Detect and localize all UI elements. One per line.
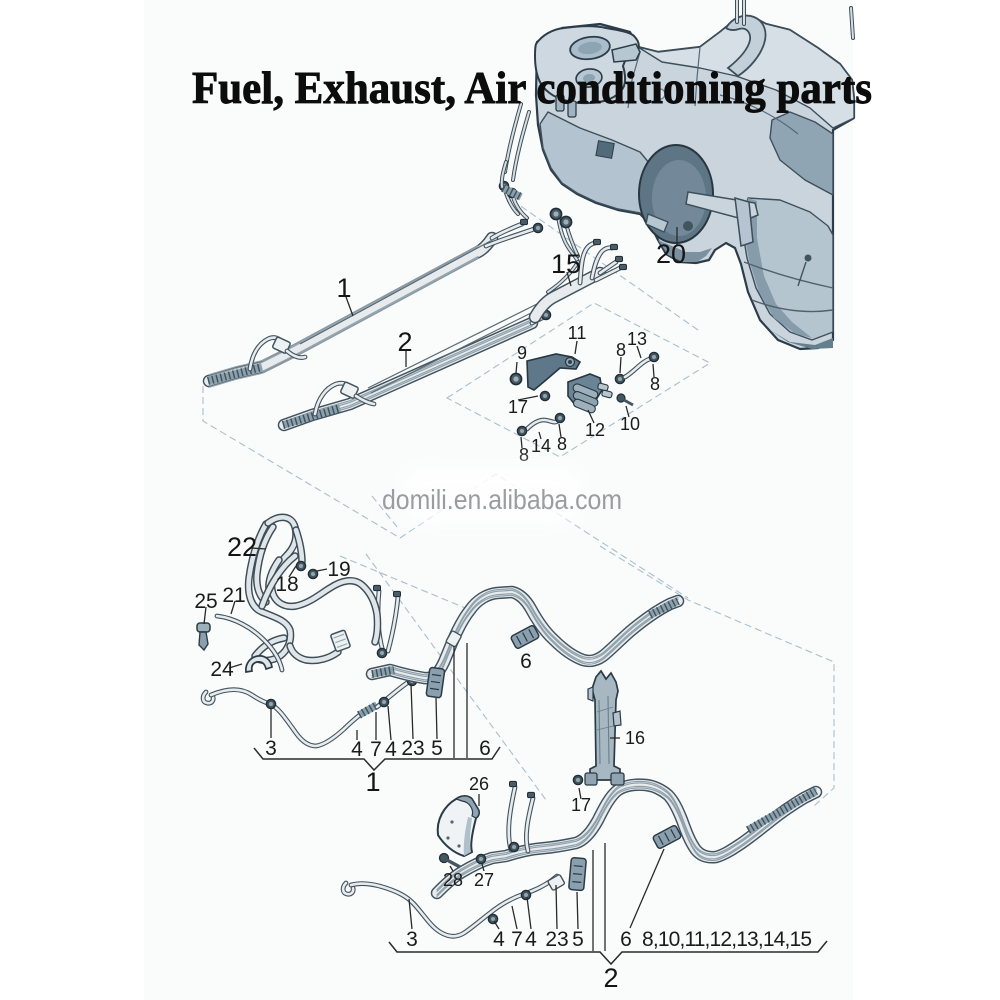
svg-text:8: 8 bbox=[557, 434, 567, 454]
svg-text:5: 5 bbox=[572, 928, 584, 951]
svg-text:4: 4 bbox=[525, 928, 537, 951]
svg-text:4: 4 bbox=[351, 738, 363, 761]
svg-text:17: 17 bbox=[508, 397, 528, 417]
svg-text:8,10,11,12,13,14,15: 8,10,11,12,13,14,15 bbox=[642, 928, 812, 951]
svg-text:26: 26 bbox=[469, 774, 489, 794]
svg-text:6: 6 bbox=[479, 737, 491, 760]
svg-text:3: 3 bbox=[265, 737, 277, 760]
svg-text:2: 2 bbox=[603, 963, 618, 993]
svg-text:17: 17 bbox=[571, 795, 591, 815]
svg-text:19: 19 bbox=[327, 558, 350, 581]
svg-text:domili.en.alibaba.com: domili.en.alibaba.com bbox=[382, 484, 622, 515]
svg-text:22: 22 bbox=[227, 532, 257, 562]
svg-text:1: 1 bbox=[336, 273, 351, 303]
svg-text:6: 6 bbox=[620, 928, 632, 951]
svg-text:8: 8 bbox=[519, 445, 529, 465]
svg-text:7: 7 bbox=[370, 738, 382, 761]
svg-text:20: 20 bbox=[656, 239, 686, 269]
svg-text:15: 15 bbox=[551, 249, 581, 279]
svg-text:23: 23 bbox=[545, 928, 568, 951]
svg-text:7: 7 bbox=[511, 928, 523, 951]
svg-text:21: 21 bbox=[222, 584, 245, 607]
svg-text:11: 11 bbox=[568, 323, 587, 343]
svg-text:18: 18 bbox=[275, 573, 298, 596]
svg-text:28: 28 bbox=[443, 870, 463, 890]
svg-text:14: 14 bbox=[531, 436, 551, 456]
svg-text:12: 12 bbox=[585, 420, 605, 440]
svg-text:6: 6 bbox=[520, 650, 532, 673]
svg-text:2: 2 bbox=[397, 327, 412, 357]
svg-text:23: 23 bbox=[401, 737, 424, 760]
svg-text:5: 5 bbox=[431, 737, 443, 760]
svg-text:8: 8 bbox=[650, 374, 660, 394]
svg-text:13: 13 bbox=[627, 329, 647, 349]
svg-text:27: 27 bbox=[474, 870, 494, 890]
svg-text:8: 8 bbox=[616, 340, 626, 360]
svg-text:4: 4 bbox=[385, 738, 397, 761]
svg-text:9: 9 bbox=[517, 343, 527, 363]
svg-text:Fuel, Exhaust, Air conditionin: Fuel, Exhaust, Air conditioning parts bbox=[192, 62, 872, 113]
svg-text:24: 24 bbox=[210, 658, 234, 681]
svg-text:25: 25 bbox=[194, 590, 217, 613]
svg-text:1: 1 bbox=[365, 767, 380, 797]
svg-text:4: 4 bbox=[493, 928, 505, 951]
svg-text:10: 10 bbox=[620, 414, 640, 434]
svg-text:16: 16 bbox=[625, 728, 645, 748]
svg-text:3: 3 bbox=[406, 928, 418, 951]
